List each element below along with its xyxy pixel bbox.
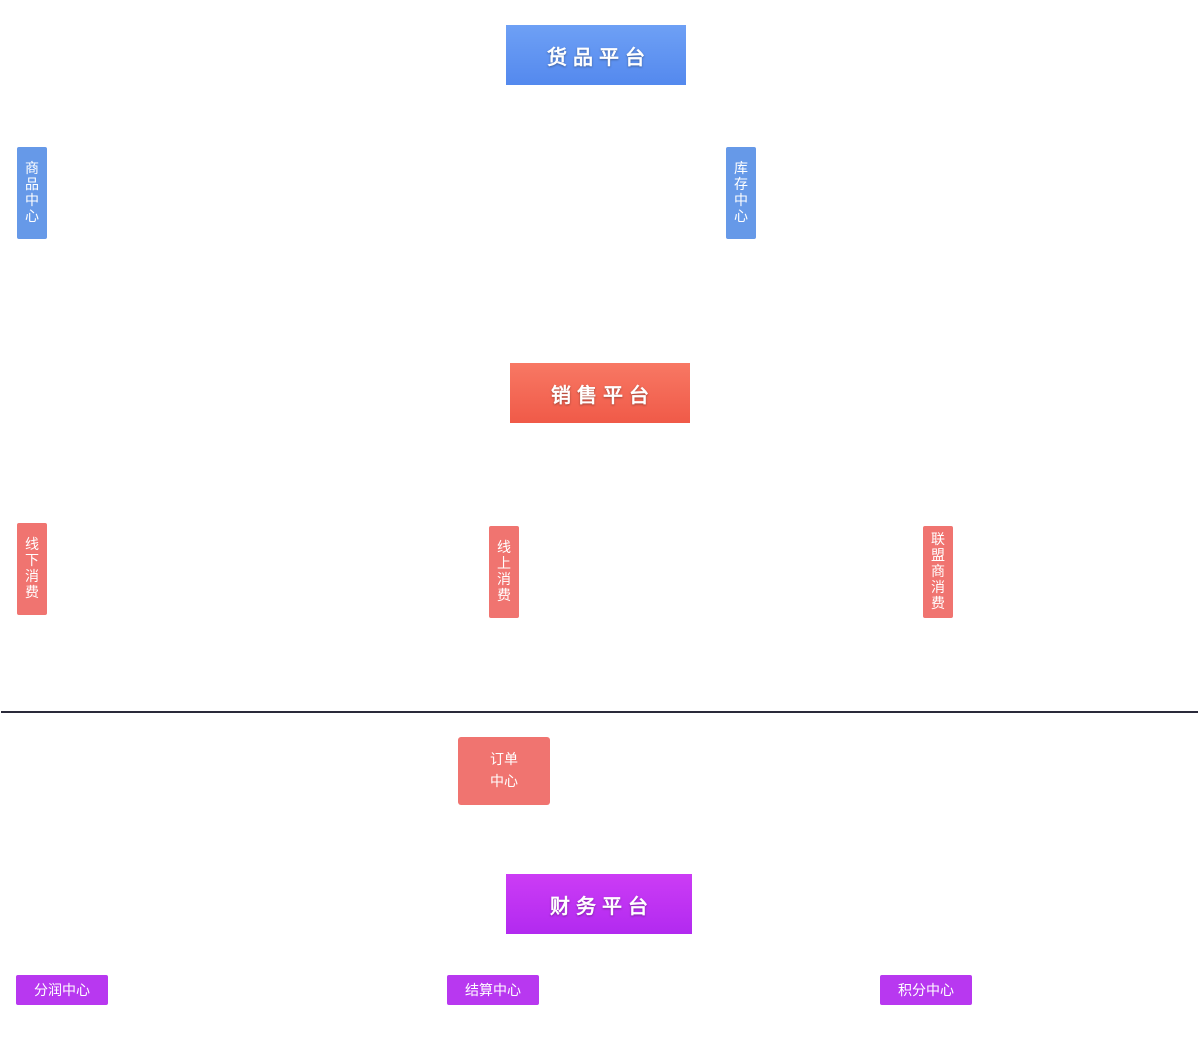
sales-platform-header: 销售平台 xyxy=(510,363,690,423)
points-center-box[interactable]: 积分中心 xyxy=(880,975,972,1005)
online-consumption-box[interactable]: 线上消费 xyxy=(489,526,519,618)
order-center-label: 订单中心 xyxy=(490,752,518,790)
order-center-box[interactable]: 订单中心 xyxy=(458,737,550,805)
offline-consumption-box[interactable]: 线下消费 xyxy=(17,523,47,615)
profit-share-center-label: 分润中心 xyxy=(34,983,90,999)
goods-platform-header: 货品平台 xyxy=(506,25,686,85)
settlement-center-label: 结算中心 xyxy=(465,983,521,999)
offline-consumption-label: 线下消费 xyxy=(25,537,39,601)
points-center-label: 积分中心 xyxy=(898,983,954,999)
profit-share-center-box[interactable]: 分润中心 xyxy=(16,975,108,1005)
product-center-label: 商品中心 xyxy=(25,161,39,225)
settlement-center-box[interactable]: 结算中心 xyxy=(447,975,539,1005)
product-center-box[interactable]: 商品中心 xyxy=(17,147,47,239)
online-consumption-label: 线上消费 xyxy=(497,540,511,604)
alliance-consumption-box[interactable]: 联盟商消费 xyxy=(923,526,953,618)
finance-platform-header: 财务平台 xyxy=(506,874,692,934)
inventory-center-label: 库存中心 xyxy=(734,161,748,225)
section-divider xyxy=(1,711,1198,713)
alliance-consumption-label: 联盟商消费 xyxy=(931,532,945,612)
inventory-center-box[interactable]: 库存中心 xyxy=(726,147,756,239)
